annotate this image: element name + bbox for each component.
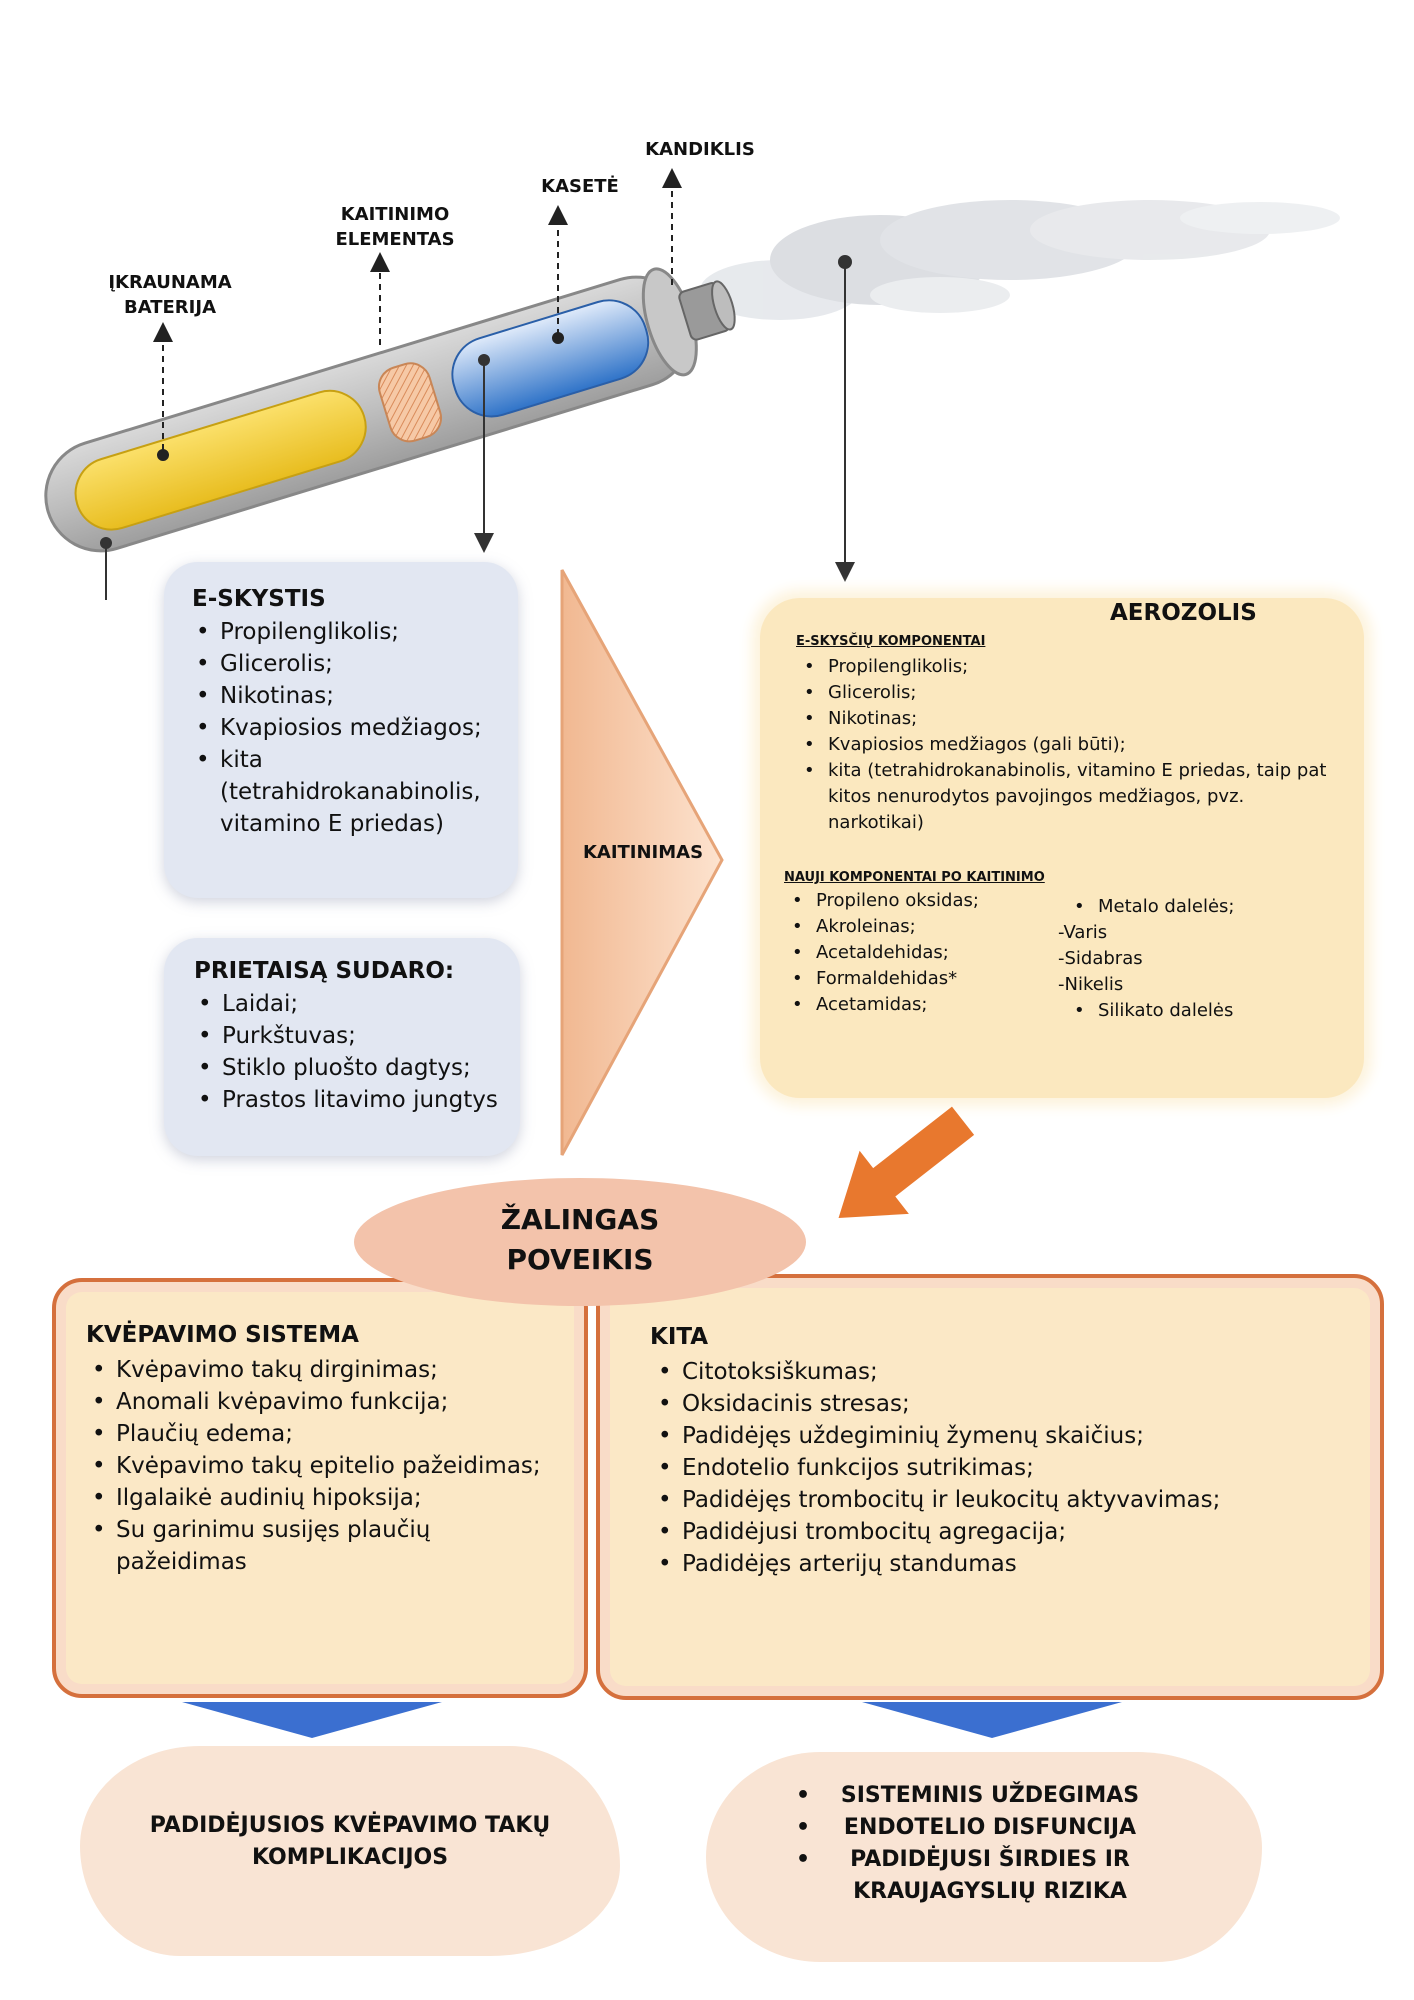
harmful-effect-ellipse (354, 1178, 806, 1306)
metals-list: -Varis -Sidabras -Nikelis (1058, 920, 1143, 998)
aerosol-box: AEROZOLIS E-SKYSČIŲ KOMPONENTAI Propilen… (760, 598, 1364, 1098)
outcome-systemic-list: SISTEMINIS UŽDEGIMAS ENDOTELIO DISFUNCIJ… (796, 1780, 1156, 1908)
list-item: Acetamidas; (788, 992, 1028, 1018)
list-item: Padidėjęs arterijų standumas (654, 1548, 1354, 1580)
connector-arrows (100, 255, 855, 600)
list-item: Propilenglikolis; (800, 654, 1340, 680)
list-item: Nikotinas; (192, 680, 502, 712)
battery-label: ĮKRAUNAMA BATERIJA (108, 272, 232, 318)
new-components-list: Propileno oksidas; Akroleinas; Acetaldeh… (788, 888, 1028, 1018)
list-item: kita (tetrahidrokanabinolis, vitamino E … (192, 744, 502, 840)
heating-label: KAITINIMAS (582, 842, 704, 863)
list-item: Ilgalaikė audinių hipoksija; (88, 1482, 568, 1514)
respiratory-list: Kvėpavimo takų dirginimas; Anomali kvėpa… (88, 1354, 568, 1578)
list-item: Padidėjusi trombocitų agregacija; (654, 1516, 1354, 1548)
list-item: Glicerolis; (192, 648, 502, 680)
e-liquid-box: E-SKYSTIS Propilenglikolis; Glicerolis; … (164, 562, 518, 898)
list-item: Purkštuvas; (194, 1020, 514, 1052)
other-effects-box: KITA Citotoksiškumas; Oksidacinis stresa… (596, 1274, 1384, 1700)
harmful-effect-label: ŽALINGAS POVEIKIS (500, 1203, 660, 1276)
device-body (44, 267, 736, 553)
battery-shape (74, 389, 367, 531)
respiratory-effects-box: KVĖPAVIMO SISTEMA Kvėpavimo takų dirgini… (52, 1278, 588, 1698)
list-item: Propileno oksidas; (788, 888, 1028, 914)
respiratory-title: KVĖPAVIMO SISTEMA (86, 1322, 359, 1348)
list-item: Endotelio funkcijos sutrikimas; (654, 1452, 1354, 1484)
metal-item: -Nikelis (1058, 974, 1124, 995)
heater-shape (377, 362, 442, 443)
other-title: KITA (650, 1324, 709, 1350)
list-item: Nikotinas; (800, 706, 1340, 732)
list-item: Laidai; (194, 988, 514, 1020)
components-list: Propilenglikolis; Glicerolis; Nikotinas;… (800, 654, 1340, 836)
list-item: Oksidacinis stresas; (654, 1388, 1354, 1420)
list-item: ENDOTELIO DISFUNCIJA (796, 1812, 1156, 1844)
list-item: Formaldehidas* (788, 966, 1028, 992)
list-item: Stiklo pluošto dagtys; (194, 1052, 514, 1084)
list-item: Kvapiosios medžiagos (gali būti); (800, 732, 1340, 758)
e-liquid-title: E-SKYSTIS (192, 586, 326, 612)
list-item: Silikato dalelės (1070, 998, 1330, 1024)
metal-item: -Varis (1058, 922, 1108, 943)
device-components-title: PRIETAISĄ SUDARO: (194, 958, 455, 984)
list-item: Padidėjęs uždegiminių žymenų skaičius; (654, 1420, 1354, 1452)
cassette-label: KASETĖ (541, 176, 619, 197)
list-item: PADIDĖJUSI ŠIRDIES IR KRAUJAGYSLIŲ RIZIK… (796, 1844, 1156, 1908)
outcome-respiratory: PADIDĖJUSIOS KVĖPAVIMO TAKŲ KOMPLIKACIJO… (80, 1746, 620, 1956)
pointer-lines (153, 168, 682, 461)
cassette-shape (451, 299, 650, 418)
heating-arrow-shape (560, 569, 724, 1156)
list-item: Prastos litavimo jungtys (194, 1084, 514, 1116)
down-arrow-left (182, 1702, 442, 1738)
other-list: Citotoksiškumas; Oksidacinis stresas; Pa… (654, 1356, 1354, 1580)
list-item: Citotoksiškumas; (654, 1356, 1354, 1388)
outcome-respiratory-text: PADIDĖJUSIOS KVĖPAVIMO TAKŲ KOMPLIKACIJO… (149, 1813, 551, 1870)
metal-particles-list: Metalo dalelės; (1070, 894, 1330, 920)
list-item: Kvapiosios medžiagos; (192, 712, 502, 744)
list-item: Metalo dalelės; (1070, 894, 1330, 920)
new-components-title: NAUJI KOMPONENTAI PO KAITINIMO (784, 870, 1045, 885)
metal-item: -Sidabras (1058, 948, 1143, 969)
list-item: Propilenglikolis; (192, 616, 502, 648)
list-item: Padidėjęs trombocitų ir leukocitų aktyva… (654, 1484, 1354, 1516)
aerosol-title: AEROZOLIS (1110, 600, 1257, 626)
vapour-cloud (700, 200, 1340, 320)
list-item: Anomali kvėpavimo funkcija; (88, 1386, 568, 1418)
list-item: Glicerolis; (800, 680, 1340, 706)
components-title: E-SKYSČIŲ KOMPONENTAI (796, 634, 986, 649)
silicate-list: Silikato dalelės (1070, 998, 1330, 1024)
list-item: SISTEMINIS UŽDEGIMAS (796, 1780, 1156, 1812)
e-cigarette-illustration (44, 168, 1340, 600)
list-item: Plaučių edema; (88, 1418, 568, 1450)
device-components-list: Laidai; Purkštuvas; Stiklo pluošto dagty… (194, 988, 514, 1116)
mouthpiece-label: KANDIKLIS (645, 139, 755, 160)
down-arrow-right (862, 1702, 1122, 1738)
list-item: Kvėpavimo takų dirginimas; (88, 1354, 568, 1386)
list-item: Akroleinas; (788, 914, 1028, 940)
aerosol-to-harm-arrow (838, 1106, 975, 1219)
e-liquid-list: Propilenglikolis; Glicerolis; Nikotinas;… (192, 616, 502, 840)
list-item: Acetaldehidas; (788, 940, 1028, 966)
list-item: kita (tetrahidrokanabinolis, vitamino E … (800, 758, 1340, 836)
heating-element-label: KAITINIMO ELEMENTAS (335, 204, 455, 250)
outcome-systemic: SISTEMINIS UŽDEGIMAS ENDOTELIO DISFUNCIJ… (706, 1752, 1262, 1962)
device-components-box: PRIETAISĄ SUDARO: Laidai; Purkštuvas; St… (164, 938, 520, 1156)
list-item: Su garinimu susijęs plaučių pažeidimas (88, 1514, 568, 1578)
list-item: Kvėpavimo takų epitelio pažeidimas; (88, 1450, 568, 1482)
